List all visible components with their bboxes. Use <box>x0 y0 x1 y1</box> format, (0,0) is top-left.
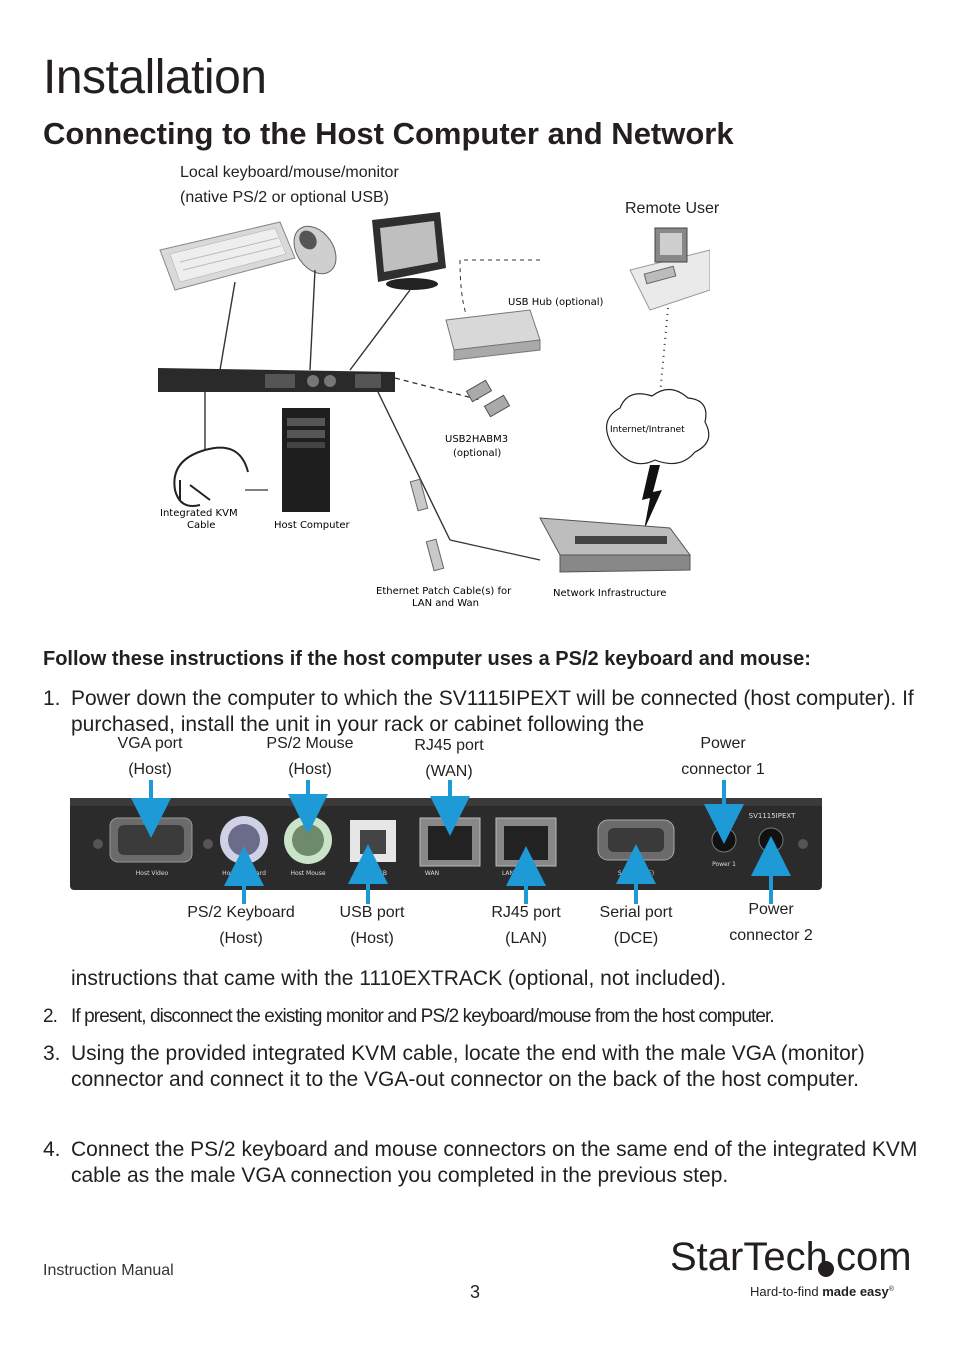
step-text: If present, disconnect the existing moni… <box>71 1006 775 1027</box>
usb-cable-icon <box>465 379 511 418</box>
port-label-ps2-mouse: PS/2 Mouse(Host) <box>266 735 354 778</box>
usb-port-icon <box>350 820 396 862</box>
step-number: 1. <box>43 687 61 710</box>
footer-manual-label: Instruction Manual <box>43 1262 174 1279</box>
rj45-lan-port-icon <box>495 817 557 867</box>
rear-panel-illustration: Host Video Host Keyboard Host Mouse Host… <box>70 780 822 904</box>
local-devices-label-line1: Local keyboard/mouse/monitor <box>180 164 399 181</box>
connection-diagram: USB Hub (optional) USB2HABM3 (optional) … <box>158 212 710 609</box>
usb2habm3-label-2: (optional) <box>453 448 501 459</box>
panel-label-power-1: Power 1 <box>712 861 736 868</box>
internet-cloud-icon <box>605 388 710 465</box>
ethernet-label-1: Ethernet Patch Cable(s) for <box>376 586 512 597</box>
logo-tagline: Hard-to-find made easy® <box>750 1284 895 1299</box>
kvm-cable-icon <box>173 446 249 507</box>
panel-model-label: SV1115IPEXT <box>749 812 796 820</box>
internet-label: Internet/Intranet <box>610 425 685 435</box>
section-subtitle: Connecting to the Host Computer and Netw… <box>43 116 734 151</box>
power-1-port-icon <box>711 827 737 853</box>
vga-port-icon <box>109 817 193 863</box>
logo-suffix: com <box>836 1235 910 1279</box>
ethernet-cable-icon <box>409 478 445 572</box>
ps2-keyboard-port-icon <box>220 816 268 864</box>
power-2-port-icon <box>758 827 784 853</box>
page-number: 3 <box>470 1282 481 1302</box>
logo-wordmark: StarTech <box>670 1235 828 1279</box>
panel-label-lan: LAN <box>502 870 514 877</box>
remote-user-label: Remote User <box>625 200 720 217</box>
ethernet-label-2: LAN and Wan <box>412 598 479 609</box>
port-label-ps2-keyboard: PS/2 Keyboard(Host) <box>187 904 295 947</box>
keyboard-icon <box>159 221 296 291</box>
kvm-cable-label-2: Cable <box>187 520 215 531</box>
host-computer-icon <box>282 408 330 512</box>
logo-dot-icon <box>818 1261 834 1277</box>
port-label-vga: VGA port(Host) <box>117 735 183 778</box>
monitor-icon <box>372 212 446 290</box>
usb-hub-icon <box>445 309 541 361</box>
step-number: 4. <box>43 1138 61 1161</box>
step-text: Connect the PS/2 keyboard and mouse conn… <box>71 1138 918 1187</box>
step-text: Using the provided integrated KVM cable,… <box>71 1042 865 1091</box>
usb-hub-label: USB Hub (optional) <box>508 297 604 308</box>
screw-icon <box>93 839 103 849</box>
panel-label-host-video: Host Video <box>136 870 169 877</box>
lightning-icon <box>642 465 662 530</box>
port-label-serial: Serial port(DCE) <box>599 904 673 947</box>
mouse-icon <box>293 225 337 275</box>
panel-label-wan: WAN <box>425 870 439 877</box>
remote-computer-icon <box>629 227 710 311</box>
step-text: Power down the computer to which the SV1… <box>71 687 914 736</box>
instructions-heading: Follow these instructions if the host co… <box>43 648 811 670</box>
screw-icon <box>203 839 213 849</box>
page-title: Installation <box>43 51 267 104</box>
port-label-rj45-lan: RJ45 port(LAN) <box>491 904 561 947</box>
port-label-usb: USB port(Host) <box>339 904 405 947</box>
kvm-unit-icon <box>158 368 395 392</box>
kvm-cable-label-1: Integrated KVM <box>160 508 238 519</box>
step-number: 3. <box>43 1042 61 1065</box>
usb2habm3-label-1: USB2HABM3 <box>445 434 508 445</box>
step-text: instructions that came with the 1110EXTR… <box>71 967 727 990</box>
port-label-rj45-wan: RJ45 port(WAN) <box>414 737 484 780</box>
startech-logo: StarTech com Hard-to-find made easy® <box>670 1235 910 1299</box>
rj45-wan-port-icon <box>419 817 481 867</box>
network-switch-icon <box>539 517 691 573</box>
ps2-mouse-port-icon <box>284 816 332 864</box>
serial-port-icon <box>597 819 675 861</box>
network-infra-label: Network Infrastructure <box>553 588 666 599</box>
local-devices-label-line2: (native PS/2 or optional USB) <box>180 189 389 206</box>
step-number: 2. <box>43 1006 58 1027</box>
panel-label-host-usb: Host USB <box>359 870 387 877</box>
host-computer-label: Host Computer <box>274 520 351 531</box>
panel-label-host-mouse: Host Mouse <box>290 870 325 877</box>
